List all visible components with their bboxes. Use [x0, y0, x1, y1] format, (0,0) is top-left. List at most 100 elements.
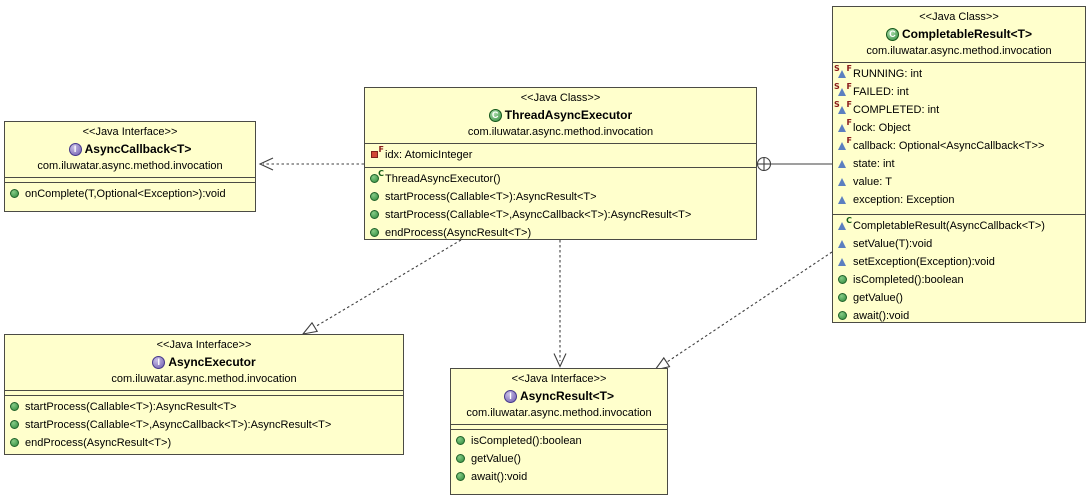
- methods-compartment: startProcess(Callable<T>):AsyncResult<T>…: [5, 395, 403, 454]
- member-text: isCompleted():boolean: [471, 435, 582, 447]
- fields-compartment: [451, 424, 667, 429]
- member-row: startProcess(Callable<T>):AsyncResult<T>: [368, 188, 754, 206]
- method-public-icon: [836, 274, 850, 286]
- member-text: CompletableResult(AsyncCallback<T>): [853, 220, 1045, 232]
- method-public-icon: [8, 419, 22, 431]
- class-box-threadasyncexecutor[interactable]: <<Java Class>> C ThreadAsyncExecutor com…: [364, 87, 757, 240]
- class-name: ThreadAsyncExecutor: [504, 108, 633, 122]
- class-box-asyncresult[interactable]: <<Java Interface>> I AsyncResult<T> com.…: [450, 368, 668, 495]
- method-public-icon: [368, 227, 382, 239]
- member-row: onComplete(T,Optional<Exception>):void: [8, 185, 253, 203]
- class-box-asynccallback[interactable]: <<Java Interface>> I AsyncCallback<T> co…: [4, 121, 256, 212]
- member-row: startProcess(Callable<T>,AsyncCallback<T…: [368, 206, 754, 224]
- stereotype-label: <<Java Interface>>: [511, 373, 607, 385]
- method-public-icon: [8, 188, 22, 200]
- class-title: <<Java Interface>> I AsyncResult<T> com.…: [451, 369, 667, 424]
- member-row: exception: Exception: [836, 191, 1083, 209]
- member-text: state: int: [853, 158, 895, 170]
- member-row: setException(Exception):void: [836, 253, 1083, 271]
- class-icon: C: [885, 28, 899, 41]
- member-text: startProcess(Callable<T>):AsyncResult<T>: [25, 401, 237, 413]
- member-row: isCompleted():boolean: [836, 271, 1083, 289]
- nested-class-connector: [756, 156, 832, 172]
- member-row: startProcess(Callable<T>,AsyncCallback<T…: [8, 416, 401, 434]
- field-package-icon: F: [836, 136, 852, 152]
- member-text: isCompleted():boolean: [853, 274, 964, 286]
- member-row: await():void: [454, 468, 665, 486]
- member-text: startProcess(Callable<T>):AsyncResult<T>: [385, 191, 597, 203]
- class-name: AsyncResult<T>: [519, 389, 615, 403]
- member-text: lock: Object: [853, 122, 911, 134]
- member-text: RUNNING: int: [853, 68, 923, 80]
- member-row: startProcess(Callable<T>):AsyncResult<T>: [8, 398, 401, 416]
- method-public-icon: [8, 401, 22, 413]
- field-private-icon: F: [368, 145, 384, 161]
- method-public-icon: [454, 471, 468, 483]
- member-row: await():void: [836, 307, 1083, 322]
- realization-arrow-completableresult-to-asyncresult: [653, 251, 833, 371]
- class-name: AsyncExecutor: [168, 355, 256, 369]
- class-name-row: I AsyncCallback<T>: [7, 140, 253, 159]
- class-name-row: C ThreadAsyncExecutor: [367, 106, 754, 125]
- class-title: <<Java Class>> C CompletableResult<T> co…: [833, 7, 1085, 62]
- realization-arrow-to-asyncexecutor: [301, 239, 462, 335]
- class-name: CompletableResult<T>: [901, 27, 1033, 41]
- class-title: <<Java Interface>> I AsyncCallback<T> co…: [5, 122, 255, 177]
- member-text: endProcess(AsyncResult<T>): [385, 227, 532, 239]
- field-package-icon: [836, 194, 850, 206]
- member-text: value: T: [853, 176, 892, 188]
- stereotype-label: <<Java Interface>>: [82, 126, 178, 138]
- class-box-completableresult[interactable]: <<Java Class>> C CompletableResult<T> co…: [832, 6, 1086, 323]
- interface-icon: I: [68, 143, 82, 156]
- member-text: startProcess(Callable<T>,AsyncCallback<T…: [385, 209, 692, 221]
- member-row: value: T: [836, 173, 1083, 191]
- member-text: getValue(): [471, 453, 521, 465]
- package-label: com.iluwatar.async.method.invocation: [111, 373, 297, 385]
- member-row: endProcess(AsyncResult<T>): [368, 224, 754, 239]
- class-name-row: C CompletableResult<T>: [835, 25, 1083, 44]
- package-label: com.iluwatar.async.method.invocation: [37, 160, 223, 172]
- member-text: onComplete(T,Optional<Exception>):void: [25, 188, 226, 200]
- member-text: callback: Optional<AsyncCallback<T>>: [853, 140, 1045, 152]
- methods-compartment: onComplete(T,Optional<Exception>):void: [5, 182, 255, 211]
- fields-compartment: [5, 390, 403, 395]
- field-package-icon: F: [836, 118, 852, 134]
- member-text: endProcess(AsyncResult<T>): [25, 437, 172, 449]
- dependency-arrow-to-asynccallback: [258, 157, 364, 171]
- fields-compartment: [5, 177, 255, 182]
- stereotype-label: <<Java Class>>: [919, 11, 999, 23]
- class-name: AsyncCallback<T>: [84, 142, 192, 156]
- class-title: <<Java Class>> C ThreadAsyncExecutor com…: [365, 88, 756, 143]
- member-text: exception: Exception: [853, 194, 955, 206]
- stereotype-label: <<Java Class>>: [520, 92, 601, 104]
- member-row: state: int: [836, 155, 1083, 173]
- member-text: idx: AtomicInteger: [385, 149, 473, 161]
- method-public-icon: [368, 191, 382, 203]
- dependency-arrow-to-asyncresult: [553, 240, 567, 368]
- interface-icon: I: [152, 356, 166, 369]
- constructor-package-icon: C: [836, 216, 852, 232]
- class-name-row: I AsyncExecutor: [7, 353, 401, 372]
- member-text: setValue(T):void: [853, 238, 933, 250]
- member-text: FAILED: int: [853, 86, 909, 98]
- class-icon: C: [488, 109, 502, 122]
- method-public-icon: [454, 453, 468, 465]
- package-label: com.iluwatar.async.method.invocation: [466, 407, 652, 419]
- class-box-asyncexecutor[interactable]: <<Java Interface>> I AsyncExecutor com.i…: [4, 334, 404, 455]
- member-text: ThreadAsyncExecutor(): [385, 173, 501, 185]
- member-text: getValue(): [853, 292, 903, 304]
